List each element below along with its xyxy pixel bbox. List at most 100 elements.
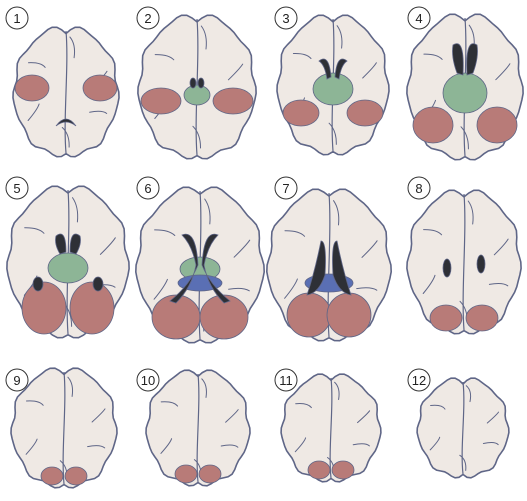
slice-number-circle bbox=[136, 368, 160, 392]
ventricle-lateral-right bbox=[334, 58, 348, 80]
ventricle-third-right bbox=[197, 77, 205, 89]
slice-number-badge: 6 bbox=[136, 176, 160, 200]
territory-red-right-occipital bbox=[64, 466, 88, 486]
slice-number-circle bbox=[5, 368, 29, 392]
slice-number-circle bbox=[274, 176, 298, 200]
ventricle-body-left bbox=[442, 258, 452, 278]
sulcus bbox=[328, 122, 337, 145]
ventricle-lateral-right bbox=[466, 43, 478, 76]
sulcus bbox=[336, 25, 343, 49]
brain-slice-2: 2 bbox=[136, 6, 257, 160]
slice-number-label: 5 bbox=[13, 181, 20, 196]
territory-red-right-occipital bbox=[326, 292, 372, 338]
territory-red-left-occipital bbox=[174, 464, 198, 484]
sulcus bbox=[422, 274, 436, 294]
territory-red-left bbox=[412, 106, 454, 144]
territory-red-left-occipital bbox=[40, 466, 64, 486]
territory-red-right-temporal bbox=[82, 74, 118, 102]
territory-red-right bbox=[346, 99, 384, 127]
sulcus bbox=[295, 403, 312, 409]
slice-number-badge: 12 bbox=[407, 368, 431, 392]
slice-number-label: 9 bbox=[13, 373, 20, 388]
sulcus bbox=[284, 278, 298, 299]
sulcus bbox=[69, 36, 76, 59]
slice-number-circle bbox=[407, 368, 431, 392]
ventricle-lateral-left bbox=[318, 58, 332, 80]
ventricle-lateral-left bbox=[169, 233, 199, 304]
territory-red-right bbox=[476, 106, 518, 144]
sulcus bbox=[89, 110, 108, 114]
sulcus bbox=[154, 54, 175, 61]
territory-red-right-occipital bbox=[69, 281, 115, 335]
sulcus bbox=[233, 239, 251, 258]
interhemispheric-fissure bbox=[329, 377, 333, 479]
sulcus bbox=[460, 126, 469, 150]
brain-slice-5: 5 bbox=[5, 176, 130, 339]
ventricle-lateral-right bbox=[332, 240, 352, 296]
slice-number-circle bbox=[136, 176, 160, 200]
brain-slice-9: 9 bbox=[5, 367, 118, 489]
brain-slice-10: 10 bbox=[136, 368, 251, 487]
sulcus bbox=[423, 53, 443, 60]
brain-slice-1: 1 bbox=[5, 6, 120, 158]
slice-number-circle bbox=[407, 6, 431, 30]
interhemispheric-fissure bbox=[62, 371, 66, 485]
slice-number-label: 8 bbox=[415, 181, 422, 196]
slice-number-circle bbox=[5, 6, 29, 30]
ventricle-lateral-left bbox=[306, 240, 326, 296]
sulcus bbox=[91, 408, 106, 423]
slice-number-circle bbox=[274, 368, 298, 392]
sulcus bbox=[200, 25, 207, 50]
sulcus bbox=[429, 436, 441, 451]
territory-red-left-temporal bbox=[14, 74, 50, 102]
sulcus bbox=[430, 404, 446, 410]
ventricle-temporal-horn-right bbox=[92, 276, 104, 292]
ventricle-lateral-right bbox=[201, 233, 231, 304]
territory-red-left-occipital bbox=[429, 304, 463, 332]
sulcus bbox=[294, 437, 307, 453]
interhemispheric-fissure bbox=[461, 381, 465, 475]
territory-red-right-occipital bbox=[465, 304, 499, 332]
sulcus bbox=[153, 278, 168, 300]
territory-green-thalamus bbox=[312, 72, 354, 106]
territory-green-thalamus bbox=[47, 252, 89, 284]
sulcus bbox=[67, 376, 74, 397]
slice-number-label: 10 bbox=[141, 373, 155, 388]
slice-number-badge: 9 bbox=[5, 368, 29, 392]
territory-red-left-occipital bbox=[21, 281, 67, 335]
sulcus bbox=[227, 63, 244, 81]
sulcus bbox=[154, 229, 176, 236]
sulcus bbox=[284, 230, 306, 237]
sulcus bbox=[87, 445, 106, 449]
sulcus bbox=[225, 409, 239, 423]
sulcus bbox=[220, 444, 239, 448]
sulcus bbox=[495, 63, 511, 81]
sulcus bbox=[361, 240, 378, 258]
sulcus bbox=[486, 411, 499, 424]
sulcus bbox=[459, 454, 467, 471]
slice-number-label: 1 bbox=[13, 11, 20, 26]
slice-number-label: 6 bbox=[144, 181, 151, 196]
sulcus bbox=[292, 52, 312, 59]
ventricle-body-right bbox=[476, 254, 486, 274]
slice-number-label: 4 bbox=[415, 11, 422, 26]
interhemispheric-fissure bbox=[64, 30, 68, 154]
territory-red-right-occipital bbox=[331, 460, 355, 480]
slice-number-badge: 11 bbox=[274, 368, 298, 392]
territory-red-left-temporal bbox=[140, 87, 182, 115]
brain-slice-6: 6 bbox=[134, 176, 266, 344]
slice-number-badge: 7 bbox=[274, 176, 298, 200]
sulcus bbox=[362, 62, 377, 79]
sulcus bbox=[28, 62, 46, 68]
slice-number-badge: 10 bbox=[136, 368, 160, 392]
sulcus bbox=[26, 400, 44, 406]
sulcus bbox=[356, 287, 378, 291]
sulcus bbox=[467, 200, 474, 225]
slice-number-circle bbox=[136, 6, 160, 30]
sulcus bbox=[488, 283, 509, 287]
sulcus bbox=[228, 287, 250, 292]
sulcus bbox=[160, 401, 179, 407]
territory-red-right-temporal bbox=[212, 87, 254, 115]
